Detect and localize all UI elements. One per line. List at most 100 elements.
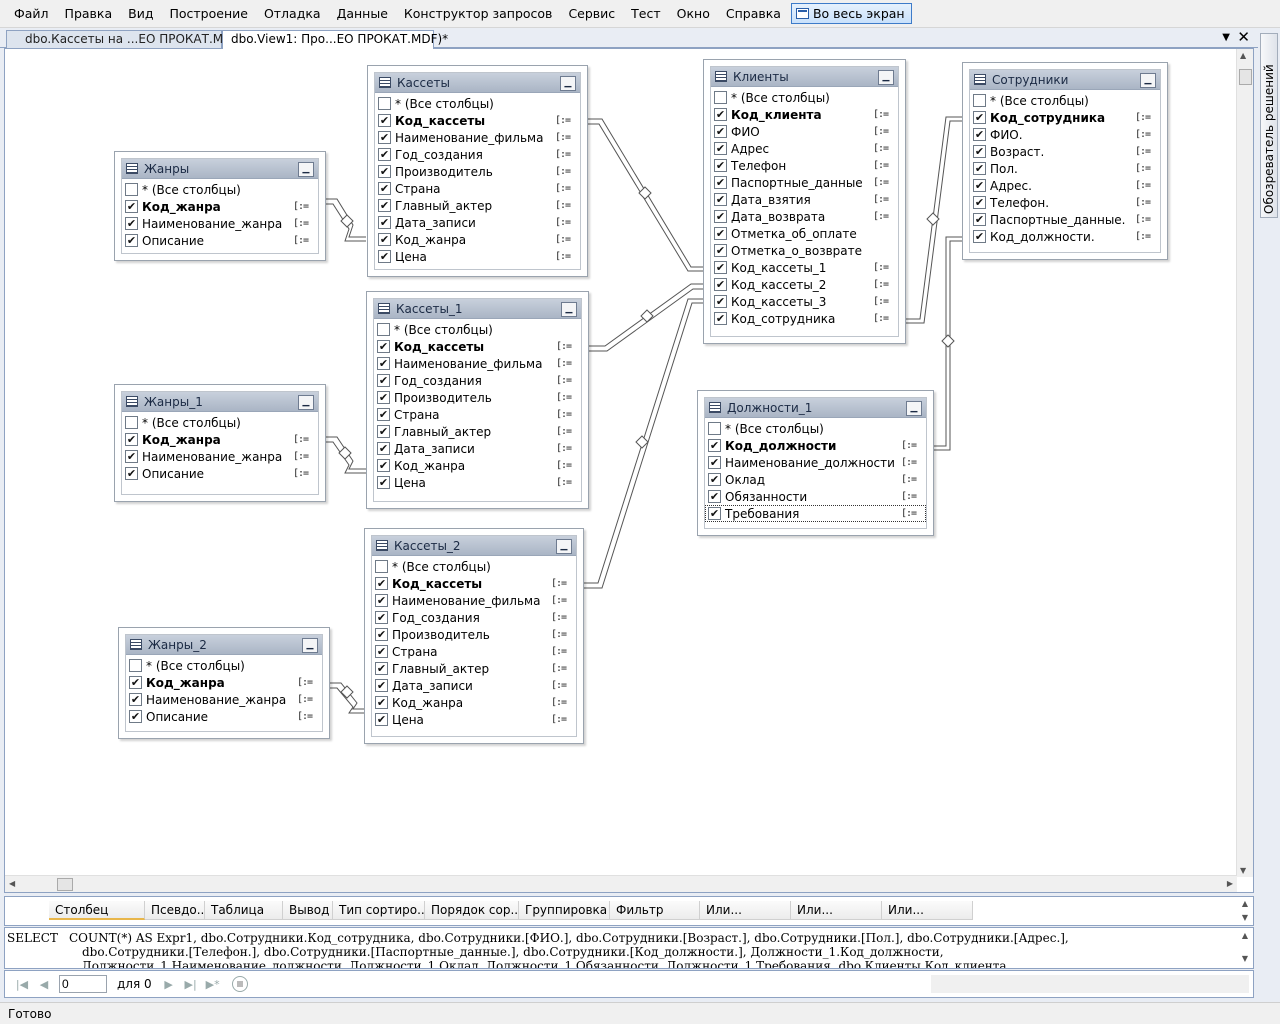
column-row[interactable]: ✔Наименование_должности[:=: [705, 454, 926, 471]
column-checkbox[interactable]: ✔: [378, 114, 391, 127]
column-row[interactable]: ✔Паспортные_данные[:=: [711, 174, 898, 191]
column-row[interactable]: ✔ФИО[:=: [711, 123, 898, 140]
column-checkbox[interactable]: ✔: [714, 244, 727, 257]
column-row[interactable]: ✔Код_кассеты[:=: [375, 112, 580, 129]
table-kassety-1[interactable]: Кассеты_1▁* (Все столбцы)✔Код_кассеты[:=…: [366, 291, 589, 509]
column-row[interactable]: ✔Производитель[:=: [375, 163, 580, 180]
solution-explorer-tab[interactable]: Обозреватель решений: [1260, 33, 1278, 218]
menu-debug[interactable]: Отладка: [263, 6, 321, 21]
column-checkbox[interactable]: ✔: [714, 278, 727, 291]
menu-help[interactable]: Справка: [725, 6, 781, 21]
table-dolzhnosti-1[interactable]: Должности_1▁* (Все столбцы)✔Код_должност…: [697, 390, 934, 536]
menu-view[interactable]: Вид: [128, 6, 154, 21]
table-title-bar[interactable]: Должности_1▁: [705, 398, 926, 418]
table-zhanry-1[interactable]: Жанры_1▁* (Все столбцы)✔Код_жанра[:=✔Наи…: [114, 384, 326, 502]
column-checkbox[interactable]: [378, 97, 391, 110]
column-row[interactable]: ✔Дата_записи[:=: [374, 440, 581, 457]
column-checkbox[interactable]: ✔: [375, 628, 388, 641]
diagram-vertical-scrollbar[interactable]: ▲ ▼: [1236, 49, 1253, 877]
column-row[interactable]: ✔Код_должности[:=: [705, 437, 926, 454]
table-klienty[interactable]: Клиенты▁* (Все столбцы)✔Код_клиента[:=✔Ф…: [703, 59, 906, 344]
column-checkbox[interactable]: ✔: [378, 182, 391, 195]
column-checkbox[interactable]: ✔: [973, 162, 986, 175]
column-checkbox[interactable]: ✔: [375, 611, 388, 624]
column-row[interactable]: ✔Цена[:=: [375, 248, 580, 265]
column-checkbox[interactable]: ✔: [714, 261, 727, 274]
column-checkbox[interactable]: ✔: [714, 142, 727, 155]
column-checkbox[interactable]: ✔: [377, 408, 390, 421]
column-checkbox[interactable]: ✔: [375, 645, 388, 658]
column-row[interactable]: ✔Код_кассеты[:=: [372, 575, 576, 592]
column-checkbox[interactable]: ✔: [714, 295, 727, 308]
column-row[interactable]: ✔Страна[:=: [372, 643, 576, 660]
column-row[interactable]: ✔Цена[:=: [372, 711, 576, 728]
sql-scroll-up-icon[interactable]: ▲: [1241, 931, 1249, 940]
column-checkbox[interactable]: ✔: [129, 710, 142, 723]
column-checkbox[interactable]: ✔: [129, 693, 142, 706]
column-checkbox[interactable]: ✔: [377, 459, 390, 472]
menu-build[interactable]: Построение: [169, 6, 248, 21]
column-checkbox[interactable]: [973, 94, 986, 107]
column-row[interactable]: ✔Дата_возврата[:=: [711, 208, 898, 225]
column-checkbox[interactable]: ✔: [714, 108, 727, 121]
menu-edit[interactable]: Правка: [64, 6, 113, 21]
column-checkbox[interactable]: ✔: [708, 456, 721, 469]
minimize-icon[interactable]: ▁: [298, 162, 314, 177]
column-row[interactable]: ✔Код_сотрудника[:=: [711, 310, 898, 327]
table-sotrudniki[interactable]: Сотрудники▁* (Все столбцы)✔Код_сотрудник…: [962, 62, 1168, 260]
criteria-col-or-2[interactable]: Или...: [791, 901, 882, 920]
criteria-scroll-down-icon[interactable]: ▼: [1241, 913, 1249, 922]
column-checkbox[interactable]: ✔: [973, 230, 986, 243]
close-tab-icon[interactable]: ✕: [1237, 28, 1250, 46]
menu-query-designer[interactable]: Конструктор запросов: [403, 6, 553, 21]
column-checkbox[interactable]: ✔: [375, 662, 388, 675]
prev-record-icon[interactable]: ◀: [39, 977, 49, 991]
column-checkbox[interactable]: ✔: [714, 125, 727, 138]
scroll-up-icon[interactable]: ▲: [1240, 51, 1247, 60]
column-row[interactable]: ✔ФИО.[:=: [970, 126, 1160, 143]
column-checkbox[interactable]: ✔: [377, 374, 390, 387]
column-row[interactable]: * (Все столбцы): [374, 321, 581, 338]
criteria-col-filter[interactable]: Фильтр: [610, 901, 700, 920]
column-checkbox[interactable]: ✔: [377, 425, 390, 438]
table-title-bar[interactable]: Кассеты_2▁: [372, 536, 576, 556]
fullscreen-button[interactable]: Во весь экран: [790, 3, 912, 24]
criteria-col-column[interactable]: Столбец: [49, 901, 145, 920]
table-zhanry[interactable]: Жанры▁* (Все столбцы)✔Код_жанра[:=✔Наиме…: [114, 151, 326, 261]
sql-scroll-down-icon[interactable]: ▼: [1241, 954, 1249, 963]
column-checkbox[interactable]: ✔: [714, 312, 727, 325]
criteria-col-output[interactable]: Вывод: [283, 901, 333, 920]
column-row[interactable]: ✔Наименование_жанра[:=: [126, 691, 322, 708]
stop-icon[interactable]: [231, 976, 248, 992]
column-row[interactable]: ✔Код_жанра[:=: [372, 694, 576, 711]
column-row[interactable]: ✔Код_кассеты[:=: [374, 338, 581, 355]
column-checkbox[interactable]: ✔: [714, 227, 727, 240]
column-row[interactable]: ✔Главный_актер[:=: [372, 660, 576, 677]
column-row[interactable]: ✔Производитель[:=: [372, 626, 576, 643]
column-checkbox[interactable]: ✔: [125, 217, 138, 230]
column-checkbox[interactable]: ✔: [377, 357, 390, 370]
minimize-icon[interactable]: ▁: [906, 401, 922, 416]
table-title-bar[interactable]: Сотрудники▁: [970, 70, 1160, 90]
column-row[interactable]: ✔Код_сотрудника[:=: [970, 109, 1160, 126]
column-row[interactable]: ✔Обязанности[:=: [705, 488, 926, 505]
column-checkbox[interactable]: ✔: [377, 476, 390, 489]
column-row[interactable]: ✔Телефон.[:=: [970, 194, 1160, 211]
column-row[interactable]: * (Все столбцы): [126, 657, 322, 674]
tab-kassety-table[interactable]: dbo.Кассеты на ...ЕО ПРОКАТ.MDF)*: [6, 30, 250, 48]
tab-list-dropdown-icon[interactable]: ▼: [1222, 32, 1230, 43]
menu-data[interactable]: Данные: [336, 6, 388, 21]
column-checkbox[interactable]: [125, 183, 138, 196]
column-checkbox[interactable]: [125, 416, 138, 429]
column-row[interactable]: ✔Код_кассеты_1[:=: [711, 259, 898, 276]
menu-test[interactable]: Тест: [631, 6, 661, 21]
column-row[interactable]: ✔Код_кассеты_2[:=: [711, 276, 898, 293]
column-row[interactable]: ✔Описание[:=: [122, 232, 318, 249]
column-row[interactable]: ✔Код_должности.[:=: [970, 228, 1160, 245]
column-row[interactable]: ✔Оклад[:=: [705, 471, 926, 488]
column-row[interactable]: ✔Описание[:=: [126, 708, 322, 725]
minimize-icon[interactable]: ▁: [556, 539, 572, 554]
column-checkbox[interactable]: ✔: [708, 473, 721, 486]
column-checkbox[interactable]: ✔: [973, 196, 986, 209]
column-row[interactable]: ✔Паспортные_данные.[:=: [970, 211, 1160, 228]
